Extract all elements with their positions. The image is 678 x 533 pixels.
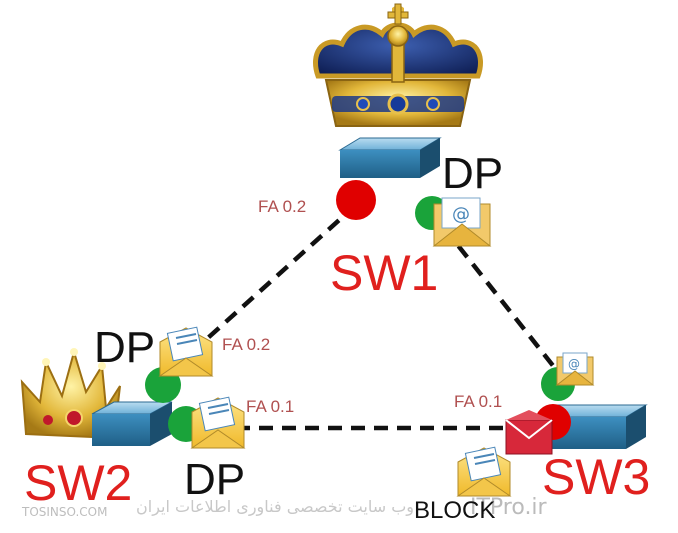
watermark-left: TOSINSO.COM — [21, 505, 107, 519]
sw2-dp-bottom-label: DP — [184, 455, 245, 504]
sw1-fa02-label: FA 0.2 — [258, 197, 306, 216]
bpdu-envelope-icon — [456, 446, 512, 497]
blocked-mail-icon — [505, 410, 553, 455]
sw2-label: SW2 — [24, 455, 132, 511]
sw3-fa01-label: FA 0.1 — [454, 392, 502, 411]
switch-sw1-icon[interactable] — [338, 137, 442, 178]
sw2-dp-top-label: DP — [94, 323, 155, 372]
bpdu-envelope-icon — [158, 326, 214, 377]
sw2-fa02-label: FA 0.2 — [222, 335, 270, 354]
sw3-label: SW3 — [542, 449, 650, 505]
watermark-center: وب سایت تخصصی فناوری اطلاعات ایران — [136, 497, 414, 517]
watermark: TOSINSO.COM وب سایت تخصصی فناوری اطلاعات… — [21, 495, 548, 520]
sw3-block-label: BLOCK — [414, 497, 495, 524]
sw1-dp-label: DP — [442, 149, 503, 198]
sw2-fa01-label: FA 0.1 — [246, 397, 294, 416]
watermark-right: ITPro.ir — [470, 495, 548, 520]
bpdu-envelope-icon: @ — [432, 197, 492, 247]
bpdu-envelope-icon: @ — [555, 352, 595, 386]
sw1-label: SW1 — [330, 245, 438, 301]
links — [190, 203, 560, 431]
svg-text:@: @ — [568, 357, 580, 371]
switch-sw2-icon[interactable] — [91, 401, 173, 446]
sw1-fa02-blocked-port-dot — [336, 180, 376, 220]
link-sw1-sw2 — [198, 203, 358, 347]
svg-text:@: @ — [452, 204, 470, 225]
root-crown-icon — [313, 3, 483, 127]
bpdu-envelope-icon — [190, 396, 246, 449]
